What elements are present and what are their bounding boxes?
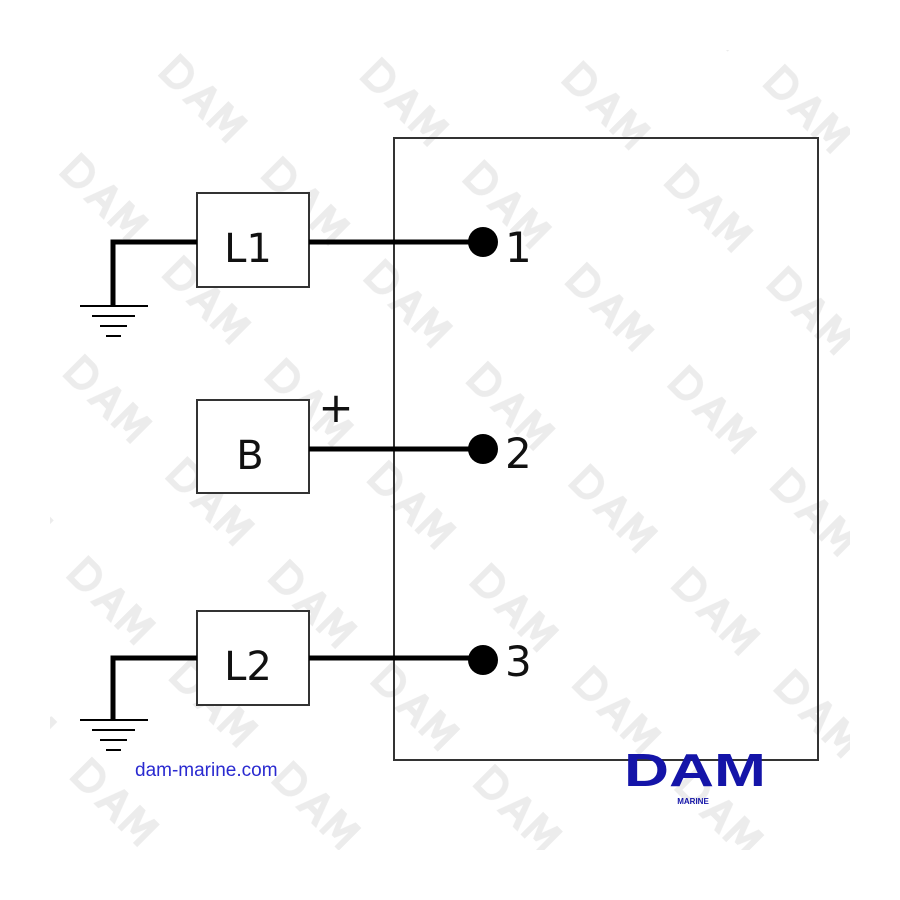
l1-ground-wire (110, 239, 197, 305)
pin-1-label: 1 (505, 223, 532, 272)
logo-subtext: MARINE (677, 797, 709, 806)
b-box (196, 399, 310, 494)
l2-box (196, 610, 310, 706)
component-b: B + 2 (196, 383, 532, 494)
component-l1: L1 1 (80, 192, 532, 337)
dam-marine-logo: DAM MARINE (624, 744, 766, 806)
b-label: B (236, 433, 263, 479)
logo-text: DAM (624, 744, 766, 796)
terminal-pin-3 (468, 645, 498, 675)
ground-icon (80, 305, 148, 337)
ground-icon (80, 719, 148, 751)
l1-label: L1 (224, 226, 272, 272)
terminal-pin-1 (468, 227, 498, 257)
l1-box (196, 192, 310, 288)
l2-label: L2 (224, 644, 272, 690)
terminal-pin-2 (468, 434, 498, 464)
pin-2-label: 2 (505, 429, 532, 478)
website-link[interactable]: dam-marine.com (135, 760, 278, 781)
positive-sign: + (318, 383, 353, 432)
l2-ground-wire (110, 655, 197, 719)
pin-3-label: 3 (505, 637, 532, 686)
component-l2: L2 3 (80, 610, 532, 751)
